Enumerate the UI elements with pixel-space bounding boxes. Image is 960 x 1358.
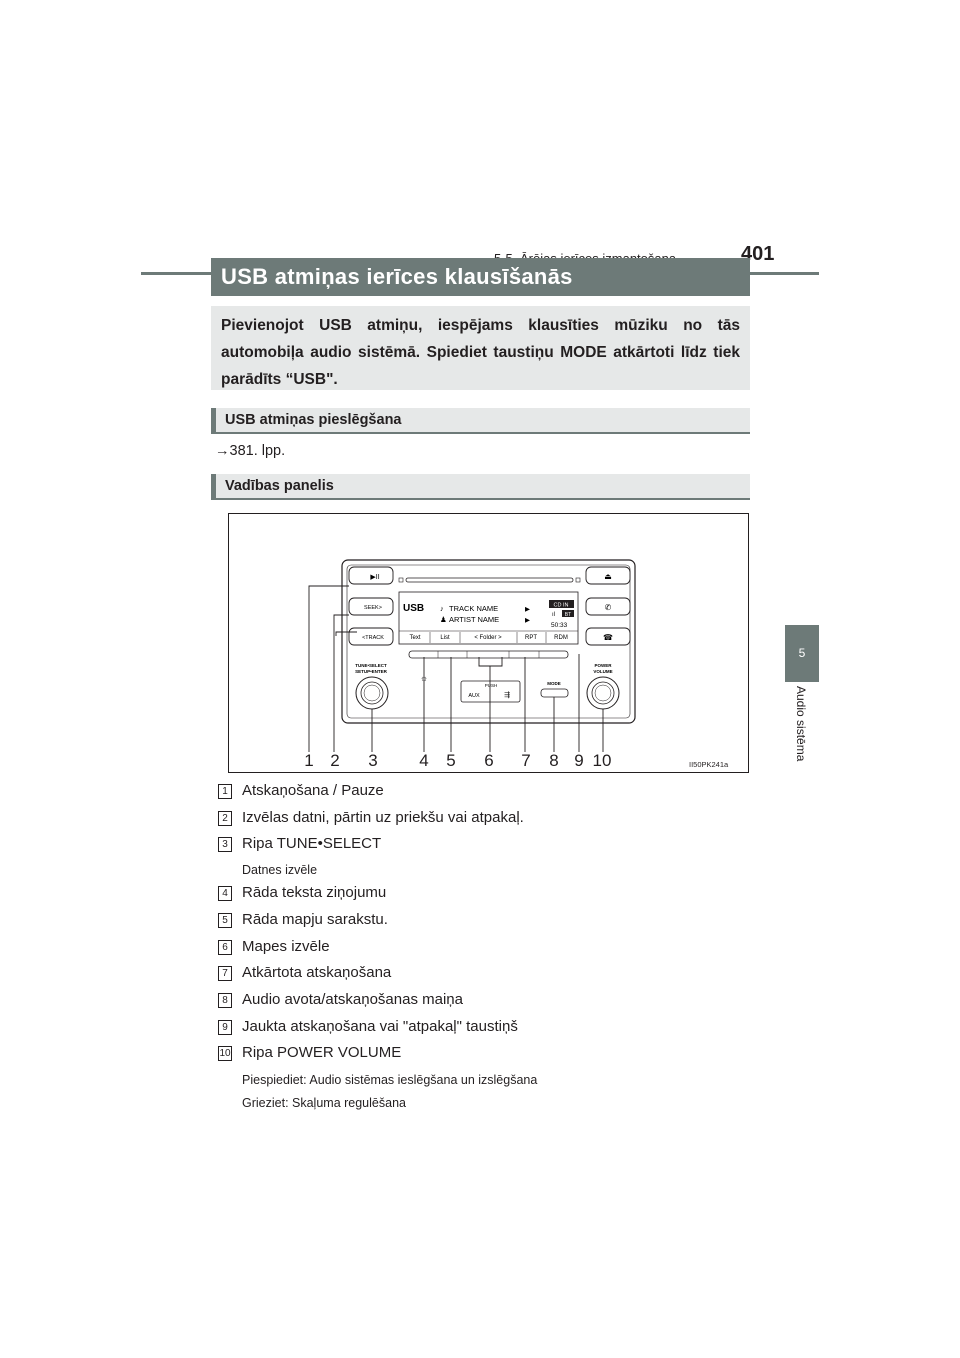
setup-enter-label: SETUP•ENTER (355, 669, 388, 674)
display-time: 50:33 (551, 622, 568, 629)
track-button (348, 627, 394, 646)
item-number: 4 (218, 886, 232, 901)
subheading-bar (211, 408, 216, 432)
volume-label: VOLUME (593, 669, 612, 674)
callout-10: 10 (593, 751, 612, 770)
signal-icon: ıl (552, 612, 555, 618)
softkey-labels: Text List < Folder > RPT RDM (409, 632, 568, 643)
item-subtext: Piespiediet: Audio sistēmas ieslēgšana u… (242, 1073, 538, 1087)
item-text: Jaukta atskaņošana vai "atpakaļ" taustiņ… (242, 1018, 518, 1035)
display-track: TRACK NAME (449, 604, 498, 613)
control-panel-figure: ▶II SEEK> <TRACK ⏏ ✆ ☎ USB ♪ TRACK NAME … (228, 513, 749, 773)
cd-slot-light-right (575, 577, 581, 583)
phone-icon: ✆ (605, 603, 612, 612)
eject-button (585, 566, 631, 585)
item-text: Audio avota/atskaņošanas maiņa (242, 991, 463, 1008)
subheading-text: USB atmiņas pieslēgšana (225, 412, 402, 428)
item-number: 3 (218, 837, 232, 852)
hangup-button (585, 627, 631, 646)
item-number: 7 (218, 966, 232, 981)
hangup-icon: ☎ (603, 633, 613, 642)
subheading-control-panel: Vadības panelis (211, 474, 750, 500)
chapter-tab: 5 (785, 625, 819, 682)
item-number: 6 (218, 940, 232, 955)
display-person-icon: ♟ (440, 615, 447, 624)
phone-button (585, 597, 631, 616)
item-text: Rāda teksta ziņojumu (242, 884, 387, 901)
callout-2: 2 (330, 751, 339, 770)
cd-in-badge (549, 600, 574, 608)
control-panel-illustration: ▶II SEEK> <TRACK ⏏ ✆ ☎ USB ♪ TRACK NAME … (304, 559, 636, 770)
item-number: 10 (218, 1046, 232, 1061)
item-text: Mapes izvēle (242, 938, 330, 955)
seek-label: SEEK> (364, 605, 382, 611)
softkey-rpt: RPT (525, 635, 537, 641)
softkey-text: Text (409, 635, 420, 641)
item-text: Izvēlas datni, pārtin uz priekšu vai atp… (242, 809, 524, 826)
display-source: USB (403, 603, 424, 614)
callout-3: 3 (368, 751, 377, 770)
cd-slot (405, 577, 574, 583)
softkey-rdm: RDM (554, 635, 568, 641)
display-artist: ARTIST NAME (449, 615, 499, 624)
usb-icon: ⇶ (504, 691, 510, 699)
item-text: Ripa TUNE•SELECT (242, 835, 382, 852)
page-reference: →381. lpp. (215, 443, 286, 459)
mode-button (540, 688, 569, 698)
figure-code: II50PK241a (689, 760, 729, 769)
bt-text: BT (565, 612, 571, 618)
callout-8: 8 (549, 751, 558, 770)
subheading-bar (211, 474, 216, 498)
intro-box: Pievienojot USB atmiņu, iespējams klausī… (211, 306, 750, 390)
bt-badge (562, 610, 574, 617)
push-label: PUSH (485, 683, 498, 688)
display-music-icon: ♪ (440, 604, 444, 613)
seek-button (348, 597, 394, 616)
chapter-tab-label: Audio sistēma (794, 686, 808, 762)
subheading-text: Vadības panelis (225, 478, 334, 494)
display-screen (398, 591, 579, 645)
callout-5: 5 (446, 751, 455, 770)
play-pause-button (348, 566, 394, 585)
callout-6: 6 (484, 751, 493, 770)
cd-in-text: CD IN (554, 603, 569, 609)
subheading-usb-connect: USB atmiņas pieslēgšana (211, 408, 750, 434)
eject-icon: ⏏ (604, 572, 612, 581)
usb-aux-port (460, 680, 521, 703)
callout-9: 9 (574, 751, 583, 770)
item-number: 9 (218, 1020, 232, 1035)
power-label: POWER (594, 663, 612, 668)
item-subtext: Datnes izvēle (242, 863, 318, 877)
track-label: <TRACK (362, 635, 384, 641)
item-text: Atkārtota atskaņošana (242, 964, 392, 981)
tune-select-label: TUNE•SELECT (355, 663, 387, 668)
callout-numbers: 1 2 3 4 5 6 7 8 9 10 (304, 751, 611, 770)
aux-label: AUX (468, 693, 480, 699)
callout-leaders (308, 585, 604, 752)
item-text: Atskaņošana / Pauze (242, 782, 384, 799)
page-title: USB atmiņas ierīces klausīšanās (211, 258, 750, 296)
softkey-folder: < Folder > (474, 635, 502, 641)
softkey-buttons (408, 650, 569, 659)
callout-4: 4 (419, 751, 428, 770)
mode-label: MODE (547, 681, 561, 686)
callout-7: 7 (521, 751, 530, 770)
item-number: 1 (218, 784, 232, 799)
item-number: 8 (218, 993, 232, 1008)
item-number: 2 (218, 811, 232, 826)
item-number: 5 (218, 913, 232, 928)
cd-slot-light-left (398, 577, 404, 583)
callout-1: 1 (304, 751, 313, 770)
item-text: Rāda mapju sarakstu. (242, 911, 388, 928)
play-pause-label: ▶II (370, 574, 379, 581)
item-text: Ripa POWER VOLUME (242, 1044, 402, 1061)
display-track-arrow: ▶ (525, 606, 531, 613)
softkey-list: List (440, 635, 450, 641)
item-subtext: Grieziet: Skaļuma regulēšana (242, 1096, 406, 1110)
display-artist-arrow: ▶ (525, 617, 531, 624)
